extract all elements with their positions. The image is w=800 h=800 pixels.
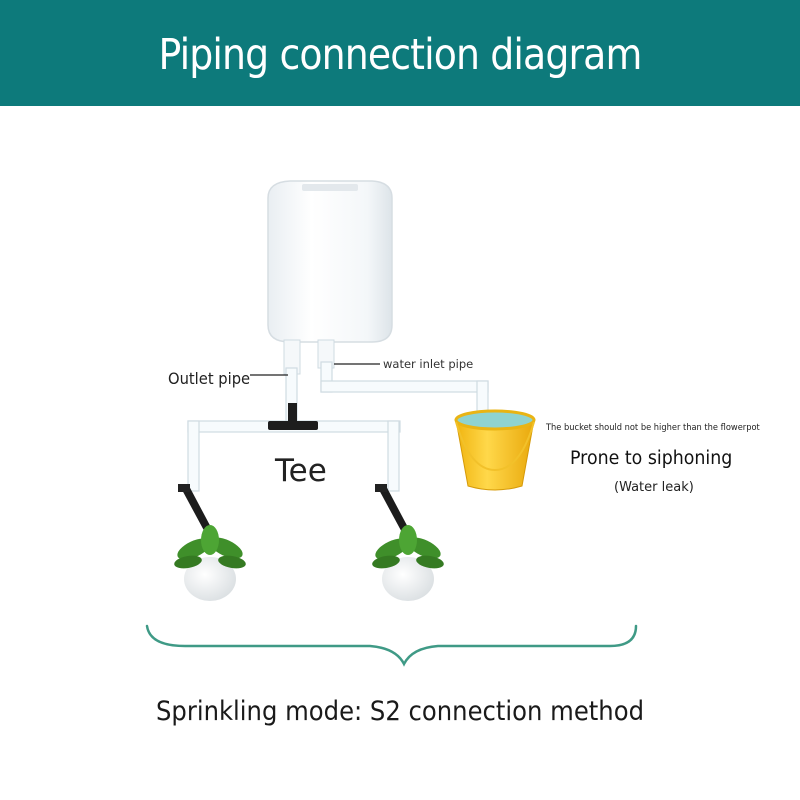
page-title: Piping connection diagram: [158, 30, 643, 80]
water-inlet-pipe-label: water inlet pipe: [383, 357, 474, 371]
brace-icon: [145, 624, 638, 667]
footer-caption: Sprinkling mode: S2 connection method: [155, 696, 644, 727]
dripper-stake-icon: [178, 484, 214, 538]
siphon-warning: Prone to siphoning: [570, 448, 733, 469]
potted-plant-icon: [174, 525, 246, 601]
potted-plant-icon: [372, 525, 444, 601]
bucket-icon: [454, 409, 536, 491]
outlet-pipe-label: Outlet pipe: [168, 369, 251, 388]
water-leak-note: (Water leak): [614, 480, 694, 495]
tee-connector-icon: [268, 403, 318, 430]
dripper-stake-icon: [375, 484, 411, 538]
tee-label: Tee: [275, 453, 327, 489]
piping-diagram: [145, 180, 638, 667]
header-banner: Piping connection diagram: [0, 0, 800, 106]
water-tank-icon: [267, 180, 393, 375]
bucket-note: The bucket should not be higher than the…: [546, 423, 760, 433]
